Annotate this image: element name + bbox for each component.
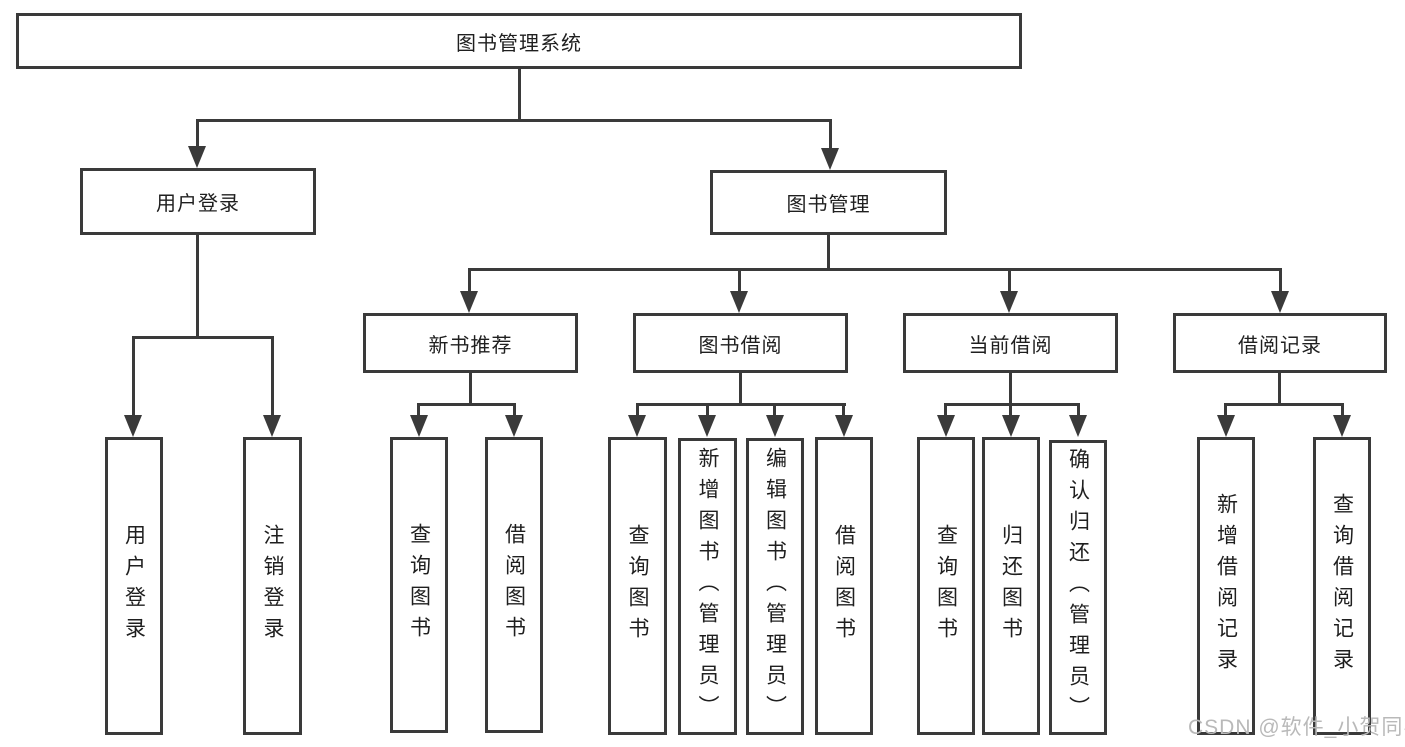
leaf-borrow-books-recommend-label: 借阅图书 (502, 523, 526, 647)
node-root-label: 图书管理系统 (456, 32, 582, 55)
connector-hline (944, 403, 1080, 406)
connector-level3-hline (468, 268, 1282, 271)
connector-stub (271, 336, 274, 417)
connector-trunk (469, 373, 472, 406)
node-book-borrow: 图书借阅 (633, 313, 848, 373)
connector-trunk (1009, 373, 1012, 406)
connector-stub (132, 336, 135, 417)
connector-stub (513, 403, 516, 417)
leaf-add-borrow-record-label: 新增借阅记录 (1214, 493, 1238, 679)
connector-hline (417, 403, 516, 406)
leaf-query-books-recommend-label: 查询图书 (407, 523, 431, 647)
leaf-borrow-books-label: 借阅图书 (832, 524, 856, 648)
leaf-query-borrow-record-label: 查询借阅记录 (1330, 493, 1354, 679)
node-book-management-label: 图书管理 (786, 194, 871, 216)
connector-stub (829, 119, 832, 150)
leaf-query-books-current: 查询图书 (917, 437, 975, 735)
leaf-edit-books-admin-label: 编辑图书（管理员） (763, 447, 787, 726)
leaf-return-books: 归还图书 (982, 437, 1040, 735)
arrowhead-down (698, 415, 716, 437)
connector-book-mgmt-trunk (827, 235, 830, 271)
leaf-query-books-current-label: 查询图书 (934, 524, 958, 648)
connector-stub (944, 403, 947, 417)
leaf-user-login-label: 用户登录 (122, 524, 146, 648)
leaf-confirm-return-admin-label: 确认归还（管理员） (1066, 448, 1090, 727)
connector-hline (1224, 403, 1344, 406)
arrowhead-down (505, 415, 523, 437)
node-new-book-recommend-label: 新书推荐 (428, 334, 513, 357)
arrowhead-down (628, 415, 646, 437)
connector-hline (636, 403, 846, 406)
csdn-watermark: CSDN @软件_小贺同学 (1188, 716, 1405, 739)
leaf-borrow-books: 借阅图书 (815, 437, 873, 735)
node-book-management: 图书管理 (710, 170, 947, 235)
node-borrow-records-label: 借阅记录 (1238, 334, 1322, 357)
leaf-add-books-admin-label: 新增图书（管理员） (696, 447, 719, 726)
node-user-login: 用户登录 (80, 168, 316, 235)
arrowhead-down (188, 146, 206, 168)
arrowhead-down (766, 415, 784, 437)
arrowhead-down (460, 291, 478, 313)
connector-stub (1009, 403, 1012, 417)
connector-level2-hline (196, 119, 832, 122)
arrowhead-down (1000, 291, 1018, 313)
connector-stub (706, 403, 709, 417)
connector-trunk (1278, 373, 1281, 406)
arrowhead-down (1333, 415, 1351, 437)
arrowhead-down (1002, 415, 1020, 437)
arrowhead-down (730, 291, 748, 313)
connector-user-login-trunk (196, 235, 199, 339)
connector-stub (1279, 268, 1282, 294)
connector-stub (468, 268, 471, 294)
connector-stub (196, 119, 199, 148)
leaf-query-borrow-record: 查询借阅记录 (1313, 437, 1371, 735)
leaf-return-books-label: 归还图书 (999, 524, 1023, 648)
leaf-user-login: 用户登录 (105, 437, 163, 735)
node-book-borrow-label: 图书借阅 (698, 334, 783, 357)
leaf-query-books-recommend: 查询图书 (390, 437, 448, 733)
leaf-query-books-borrow: 查询图书 (608, 437, 667, 735)
arrowhead-down (821, 148, 839, 170)
arrowhead-down (1217, 415, 1235, 437)
arrowhead-down (1271, 291, 1289, 313)
leaf-borrow-books-recommend: 借阅图书 (485, 437, 543, 733)
arrowhead-down (124, 415, 142, 437)
arrowhead-down (1069, 415, 1087, 437)
connector-stub (773, 403, 776, 417)
leaf-logout: 注销登录 (243, 437, 302, 735)
connector-stub (738, 268, 741, 294)
connector-stub (1077, 403, 1080, 417)
connector-stub (1224, 403, 1227, 417)
connector-trunk (739, 373, 742, 406)
node-borrow-records: 借阅记录 (1173, 313, 1387, 373)
arrowhead-down (263, 415, 281, 437)
connector-stub (1341, 403, 1344, 417)
node-user-login-label: 用户登录 (156, 193, 240, 215)
node-current-borrow-label: 当前借阅 (968, 334, 1053, 357)
connector-stub (417, 403, 420, 417)
leaf-query-books-borrow-label: 查询图书 (626, 524, 649, 648)
leaf-add-borrow-record: 新增借阅记录 (1197, 437, 1255, 735)
leaf-add-books-admin: 新增图书（管理员） (678, 438, 737, 735)
connector-stub (842, 403, 845, 417)
connector-user-login-hline (132, 336, 274, 339)
arrowhead-down (410, 415, 428, 437)
node-current-borrow: 当前借阅 (903, 313, 1118, 373)
node-new-book-recommend: 新书推荐 (363, 313, 578, 373)
node-root: 图书管理系统 (16, 13, 1022, 69)
connector-stub (1008, 268, 1011, 294)
leaf-confirm-return-admin: 确认归还（管理员） (1049, 440, 1107, 735)
connector-stub (636, 403, 639, 417)
arrowhead-down (835, 415, 853, 437)
arrowhead-down (937, 415, 955, 437)
connector-root-trunk (518, 69, 521, 119)
leaf-edit-books-admin: 编辑图书（管理员） (746, 438, 804, 735)
leaf-logout-label: 注销登录 (261, 524, 284, 648)
